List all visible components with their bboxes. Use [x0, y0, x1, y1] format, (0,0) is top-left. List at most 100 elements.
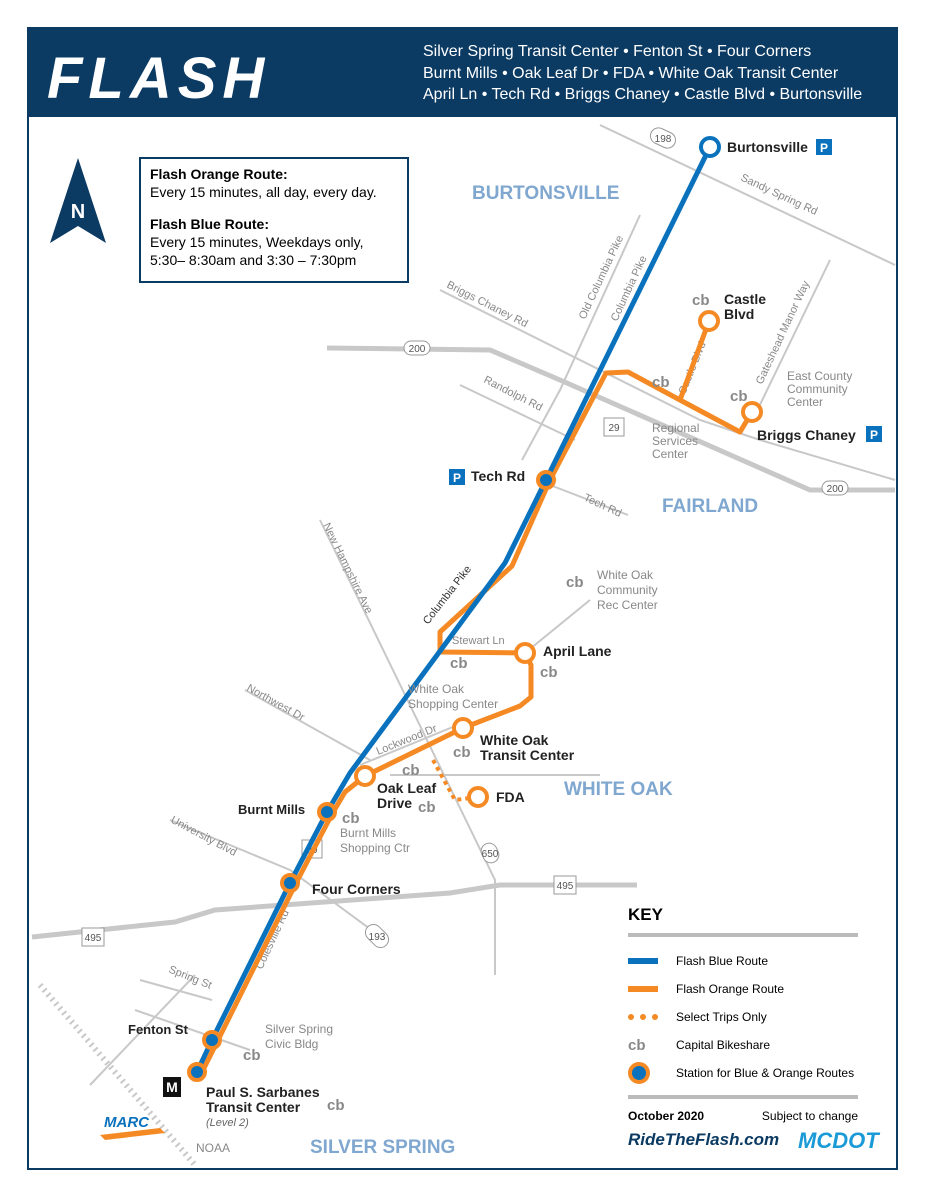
university-blvd [169, 819, 386, 941]
road-label: Northwest Dr [245, 682, 307, 724]
map-key: KEY Flash Blue Route Flash Orange Route … [628, 905, 858, 1123]
key-item: Flash Blue Route [628, 947, 858, 975]
mcdot-logo: MCDOT [798, 1128, 879, 1153]
parking-icon: P [820, 141, 828, 155]
landmark-label: Silver Spring [265, 1022, 333, 1036]
north-arrow-icon: N [50, 158, 106, 243]
bikeshare-icon: cb [540, 664, 558, 681]
landmark-label: Rec Center [597, 598, 658, 612]
route-shield: 495 [557, 881, 574, 892]
station-briggs-chaney [741, 401, 763, 423]
orange-route-line [198, 478, 553, 1076]
bikeshare-icon: cb [566, 574, 584, 591]
new-hampshire-ave [319, 519, 496, 975]
bikeshare-icon: cb [450, 655, 468, 672]
lockwood-dr [359, 721, 466, 766]
orange-schedule-text: Every 15 minutes, all day, every day. [150, 184, 377, 200]
station-label: Transit Center [206, 1099, 301, 1115]
header: FLASH Silver Spring Transit Center • Fen… [27, 27, 898, 117]
station-label: White Oak [480, 732, 549, 748]
area-label: BURTONSVILLE [472, 183, 619, 204]
randolph-rd [459, 384, 576, 441]
rec-center-connector [524, 599, 591, 654]
landmark-label: White Oak [597, 568, 654, 582]
blue-schedule-title: Flash Blue Route: [150, 216, 270, 232]
station-tech-rd [536, 470, 556, 490]
orange-route-line [547, 369, 682, 482]
key-label: Flash Blue Route [676, 954, 769, 968]
route-shield: 495 [85, 933, 102, 944]
landmark-label: NOAA [196, 1141, 230, 1155]
change-note: Subject to change [761, 1109, 858, 1123]
area-label: FAIRLAND [662, 496, 758, 517]
marc-logo: MARC [100, 1114, 165, 1140]
tech-rd [549, 484, 629, 516]
blue-schedule-text: Every 15 minutes, Weekdays only, [150, 234, 364, 250]
parking-icon: P [453, 471, 461, 485]
area-label: SILVER SPRING [310, 1137, 455, 1158]
station-label: April Lane [543, 643, 612, 659]
bikeshare-icon: cb [730, 388, 748, 405]
station-castle-blvd [698, 310, 720, 332]
stop-list-line: April Ln • Tech Rd • Briggs Chaney • Cas… [423, 86, 863, 103]
key-item: Flash Orange Route [628, 975, 858, 1003]
map-date: October 2020 [628, 1109, 705, 1123]
blue-schedule-text: 5:30– 8:30am and 3:30 – 7:30pm [150, 252, 357, 268]
landmark-label: Community [787, 382, 848, 396]
road-label: Spring St [167, 964, 213, 992]
landmark-label: Center [787, 395, 823, 409]
station-burnt-mills [317, 802, 337, 822]
flash-logo: FLASH [47, 46, 271, 111]
dotted-line-icon [628, 1014, 676, 1020]
sandy-spring-rd [599, 124, 896, 266]
briggs-chaney-rd [439, 289, 896, 481]
landmark-label: Regional [652, 421, 699, 435]
landmark-label: Burnt Mills [340, 826, 396, 840]
website-link[interactable]: RideTheFlash.com [628, 1130, 780, 1149]
road-label: University Blvd [169, 814, 239, 859]
key-title: KEY [628, 905, 663, 924]
station-icon [628, 1062, 676, 1084]
station-label: Oak Leaf [377, 780, 436, 796]
orange-line-icon [628, 986, 676, 992]
station-label: Briggs Chaney [757, 427, 856, 443]
key-item: cb Capital Bikeshare [628, 1031, 858, 1059]
key-item: Station for Blue & Orange Routes [628, 1059, 858, 1087]
route-shield: 193 [369, 932, 386, 943]
station-label: Burtonsville [727, 139, 808, 155]
station-label: Fenton St [128, 1022, 189, 1037]
key-label: Station for Blue & Orange Routes [676, 1066, 855, 1080]
station-april-lane [514, 642, 536, 664]
station-label: Blvd [724, 306, 754, 322]
bikeshare-icon: cb [628, 1036, 646, 1054]
station-burtonsville [699, 136, 721, 158]
route-shield: 200 [827, 484, 844, 495]
stop-list-line: Silver Spring Transit Center • Fenton St… [423, 43, 812, 60]
landmark-label: Shopping Center [408, 697, 498, 711]
station-oak-leaf [354, 765, 376, 787]
landmark-label: Services [652, 434, 698, 448]
bikeshare-icon: cb [327, 1097, 345, 1114]
orange-schedule-title: Flash Orange Route: [150, 166, 288, 182]
station-label: Castle [724, 291, 766, 307]
road-label: Briggs Chaney Rd [445, 279, 530, 330]
route-shield: 198 [655, 134, 672, 145]
station-silver-spring-tc [187, 1062, 207, 1082]
schedule-box: Flash Orange Route: Every 15 minutes, al… [139, 157, 409, 283]
bikeshare-icon: cb [342, 810, 360, 827]
bikeshare-icon: cb [453, 744, 471, 761]
northwest-dr [244, 689, 371, 761]
road-label: Randolph Rd [482, 374, 545, 414]
station-label: (Level 2) [206, 1117, 249, 1129]
station-label: Transit Center [480, 747, 575, 763]
route-shield: 650 [482, 849, 499, 860]
bikeshare-icon: cb [402, 762, 420, 779]
station-label: Four Corners [312, 881, 401, 897]
parking-icon: P [870, 428, 878, 442]
road-label: New Hampshire Ave [320, 521, 374, 616]
divider [628, 1095, 858, 1099]
key-label: Select Trips Only [676, 1010, 767, 1024]
key-label: Capital Bikeshare [676, 1038, 771, 1052]
